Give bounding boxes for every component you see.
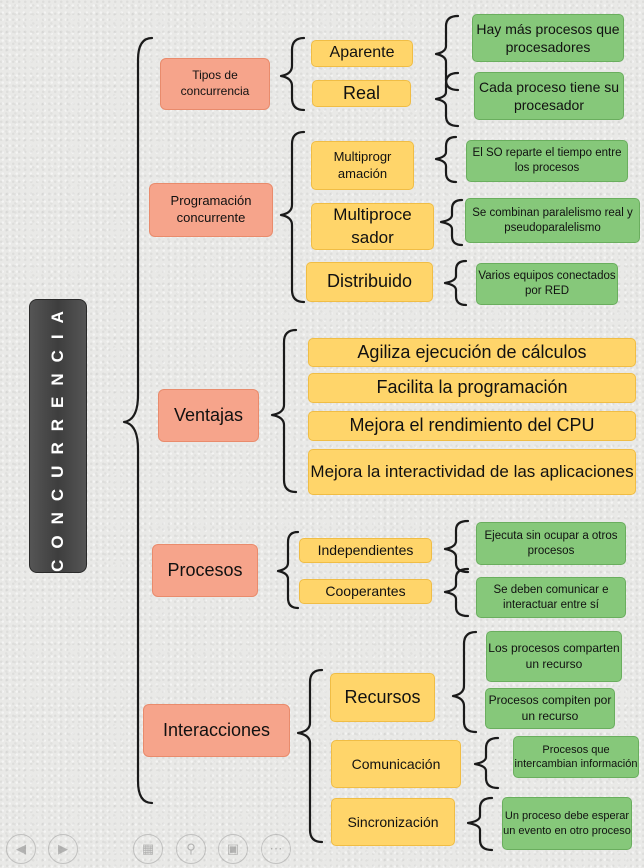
multiprocesador-brace bbox=[439, 198, 464, 247]
node-multiprogramacion: Multiprogr amación bbox=[311, 141, 414, 190]
ventaja-text: Agiliza ejecución de cálculos bbox=[357, 341, 587, 362]
node-independientes: Independientes bbox=[299, 538, 432, 563]
detail-sincronizacion: Un proceso debe esperar un evento en otr… bbox=[502, 797, 632, 850]
node-label: Distribuido bbox=[326, 271, 413, 292]
ventaja-item: Agiliza ejecución de cálculos bbox=[308, 338, 636, 367]
detail-text: Varios equipos conectados por RED bbox=[478, 270, 616, 297]
detail-cooperantes: Se deben comunicar e interactuar entre s… bbox=[476, 577, 626, 618]
node-interacciones: Interacciones bbox=[143, 704, 290, 757]
ventajas-brace bbox=[270, 328, 298, 494]
recursos-brace bbox=[451, 630, 478, 734]
pages-icon[interactable]: ▦ bbox=[133, 834, 163, 864]
node-label: Ventajas bbox=[173, 404, 244, 425]
detail-distribuido: Varios equipos conectados por RED bbox=[476, 263, 618, 305]
distribuido-brace bbox=[443, 259, 468, 307]
node-label: Multiproce sador bbox=[333, 205, 412, 247]
detail-text: Un proceso debe esperar un evento en otr… bbox=[503, 810, 631, 837]
node-label: Sincronización bbox=[347, 813, 439, 830]
multiprogramacion-brace bbox=[434, 135, 458, 184]
arrow-left-icon[interactable]: ◀ bbox=[6, 834, 36, 864]
arrow-right-icon[interactable]: ▶ bbox=[48, 834, 78, 864]
node-aparente: Aparente bbox=[311, 40, 413, 67]
detail-text: El SO reparte el tiempo entre los proces… bbox=[472, 147, 622, 174]
node-label: Comunicación bbox=[351, 755, 441, 772]
real-brace bbox=[434, 71, 460, 128]
detail-recursos-compiten: Procesos compiten por un recurso bbox=[485, 688, 615, 729]
ventaja-text: Mejora el rendimiento del CPU bbox=[349, 415, 595, 436]
node-comunicacion: Comunicación bbox=[331, 740, 461, 788]
node-procesos: Procesos bbox=[152, 544, 258, 597]
node-label: Programación concurrente bbox=[170, 193, 252, 225]
ventaja-text: Mejora la interactividad de las aplicaci… bbox=[310, 461, 634, 481]
ventaja-item: Mejora el rendimiento del CPU bbox=[308, 411, 636, 441]
root-concurrencia: CONCURRENCIA bbox=[29, 299, 87, 573]
procesos-brace bbox=[276, 530, 300, 610]
root-title: CONCURRENCIA bbox=[48, 300, 67, 572]
detail-multiprocesador: Se combinan paralelismo real y pseudopar… bbox=[465, 198, 640, 243]
detail-comunicacion: Procesos que intercambian información bbox=[513, 736, 639, 778]
tipos-brace bbox=[279, 36, 306, 112]
node-tipos-concurrencia: Tipos de concurrencia bbox=[160, 58, 270, 110]
node-label: Real bbox=[342, 82, 381, 103]
independientes-brace bbox=[443, 519, 470, 574]
node-recursos: Recursos bbox=[330, 673, 435, 722]
node-label: Tipos de concurrencia bbox=[180, 68, 250, 98]
node-label: Independientes bbox=[317, 542, 414, 559]
node-label: Recursos bbox=[344, 686, 421, 707]
detail-recursos-comparten: Los procesos comparten un recurso bbox=[486, 631, 622, 682]
detail-aparente: Hay más procesos que procesadores bbox=[472, 14, 624, 62]
ventaja-item: Facilita la programación bbox=[308, 373, 636, 403]
slideshow-icon[interactable]: ▣ bbox=[218, 834, 248, 864]
node-label: Multiprogr amación bbox=[333, 148, 392, 181]
sincronizacion-brace bbox=[466, 796, 494, 852]
programacion-brace bbox=[279, 130, 306, 304]
slideshow-nav: ◀ ▶ ▦ ⚲ ▣ ⋯ bbox=[0, 826, 644, 868]
node-sincronizacion: Sincronización bbox=[331, 798, 455, 846]
detail-text: Se combinan paralelismo real y pseudopar… bbox=[472, 206, 633, 234]
detail-independientes: Ejecuta sin ocupar a otros procesos bbox=[476, 522, 626, 565]
detail-text: Ejecuta sin ocupar a otros procesos bbox=[484, 529, 618, 557]
ventaja-item: Mejora la interactividad de las aplicaci… bbox=[308, 449, 636, 495]
node-programacion-concurrente: Programación concurrente bbox=[149, 183, 273, 237]
cooperantes-brace bbox=[443, 567, 470, 618]
node-distribuido: Distribuido bbox=[306, 262, 433, 302]
detail-multiprogramacion: El SO reparte el tiempo entre los proces… bbox=[466, 140, 628, 182]
detail-text: Procesos compiten por un recurso bbox=[488, 692, 612, 723]
node-cooperantes: Cooperantes bbox=[299, 579, 432, 604]
node-label: Interacciones bbox=[162, 719, 271, 740]
main-brace bbox=[122, 36, 154, 805]
node-real: Real bbox=[312, 80, 411, 107]
node-multiprocesador: Multiproce sador bbox=[311, 203, 434, 250]
comunicacion-brace bbox=[473, 736, 500, 790]
detail-text: Los procesos comparten un recurso bbox=[488, 640, 620, 671]
node-label: Procesos bbox=[167, 559, 243, 580]
node-label: Cooperantes bbox=[325, 583, 406, 600]
detail-text: Procesos que intercambian información bbox=[514, 743, 638, 770]
zoom-icon[interactable]: ⚲ bbox=[176, 834, 206, 864]
detail-text: Hay más procesos que procesadores bbox=[476, 20, 620, 55]
node-label: Aparente bbox=[329, 44, 395, 62]
interacciones-brace bbox=[296, 668, 324, 844]
detail-text: Cada proceso tiene su procesador bbox=[478, 78, 620, 113]
node-ventajas: Ventajas bbox=[158, 389, 259, 442]
ventaja-text: Facilita la programación bbox=[376, 377, 568, 398]
detail-text: Se deben comunicar e interactuar entre s… bbox=[493, 583, 609, 611]
more-icon[interactable]: ⋯ bbox=[261, 834, 291, 864]
detail-real: Cada proceso tiene su procesador bbox=[474, 72, 624, 120]
